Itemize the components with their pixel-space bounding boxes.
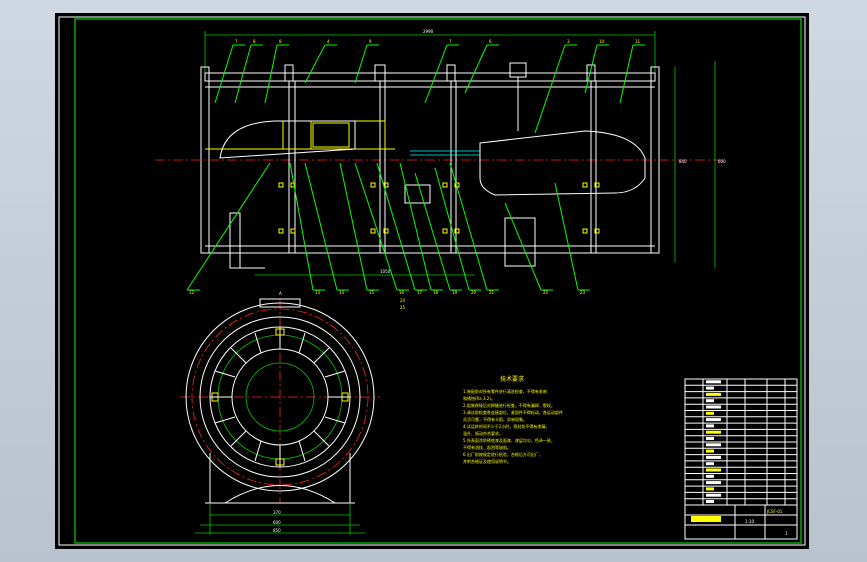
- balloon-bottom-4: 15: [369, 290, 375, 295]
- parts-list-entry-mark: [706, 462, 714, 466]
- drawing-number: JCSF-01: [766, 509, 783, 514]
- cad-drawing-sheet: 2990: [55, 13, 809, 549]
- balloon-bottom-3: 14: [339, 290, 345, 295]
- balloon-top-3: 8: [279, 39, 282, 44]
- balloon-bottom-10: 21: [489, 290, 495, 295]
- note-line-6: 4.试运转时间不少于2小时，密封处不得有渗漏，: [463, 423, 549, 429]
- drawing-canvas: 2990: [58, 16, 806, 546]
- notes-title: 技术要求: [500, 375, 524, 383]
- base-dim-2: 600: [273, 520, 281, 525]
- base-width-dim: 1050: [380, 269, 391, 274]
- balloon-bottom-6: 17: [417, 290, 423, 295]
- balloon-bottom-13: 24: [400, 298, 406, 303]
- balloon-bottom-14: 25: [400, 305, 406, 310]
- balloon-bottom-11: 22: [543, 290, 549, 295]
- note-line-4: 3.调试前检查各连接部位，紧固件不得松动，各运动部件: [463, 409, 563, 415]
- parts-list-entry-mark: [706, 386, 714, 390]
- parts-list-entry-mark: [706, 411, 714, 415]
- parts-list-table: [684, 378, 798, 506]
- note-line-9: 不得有流挂、起泡等缺陷。: [463, 444, 511, 450]
- parts-list-entry-mark: [706, 418, 721, 422]
- note-line-11: 并附合格证及使用说明书。: [463, 458, 511, 464]
- parts-list-entry-mark: [706, 468, 721, 472]
- inner-frame: [74, 18, 802, 544]
- balloon-top-4: 4: [327, 39, 330, 44]
- end-view: A 370 600 850: [180, 291, 380, 535]
- balloon-top-7: 6: [489, 39, 492, 44]
- balloon-bottom-9: 20: [471, 290, 477, 295]
- balloon-bottom-2: 13: [315, 290, 321, 295]
- base-dim-3: 850: [273, 528, 281, 533]
- parts-list-entry-mark: [706, 437, 714, 440]
- parts-list-entry-mark: [706, 493, 721, 497]
- parts-list-entry-mark: [706, 392, 721, 396]
- section-label: A: [279, 291, 282, 296]
- balloon-top-6: 7: [449, 39, 452, 44]
- parts-list-entry-mark: [706, 405, 721, 409]
- side-width-dim: 600: [718, 159, 726, 164]
- note-line-1: 1.装配前对所有零件进行清洗检查，不得有毛刺: [463, 388, 547, 394]
- side-section-view: 2990: [155, 29, 726, 310]
- note-line-3: 2.组装焊接后对焊缝进行检查，不得有漏焊、裂纹。: [463, 402, 555, 408]
- balloon-top-5: 9: [369, 39, 372, 44]
- note-line-5: 灵活可靠，不得有卡阻、异响现象。: [463, 416, 527, 422]
- overall-length-dim: 2990: [423, 29, 434, 34]
- balloon-top-1: 7: [235, 39, 238, 44]
- side-height-dim: 840: [679, 159, 687, 164]
- balloon-bottom-12: 23: [580, 290, 586, 295]
- parts-list-entry-mark: [706, 443, 721, 447]
- technical-notes: 技术要求 1.装配前对所有零件进行清洗检查，不得有毛刺 和锈蚀(Ra 3.2)。…: [463, 375, 563, 464]
- balloon-top-9: 10: [599, 39, 605, 44]
- title-block: JCSF-01 1:10 1: [684, 504, 798, 540]
- sheet-number: 1: [785, 531, 788, 536]
- balloon-top-2: 8: [253, 39, 256, 44]
- note-line-8: 5.外表面涂防锈底漆及面漆，漆层均匀，色泽一致，: [463, 437, 555, 443]
- balloon-bottom-5: 16: [399, 290, 405, 295]
- balloon-top-10: 11: [635, 39, 641, 44]
- note-line-7: 温升、振动符合要求。: [463, 430, 503, 436]
- parts-list-entry-mark: [706, 481, 721, 485]
- drawing-scale: 1:10: [745, 519, 754, 524]
- parts-list-entry-mark: [706, 380, 721, 384]
- parts-list-entry-mark: [706, 474, 714, 478]
- parts-list-entry-mark: [706, 424, 714, 428]
- parts-list-entry-mark: [706, 430, 721, 434]
- balloon-top-8: 3: [567, 39, 570, 44]
- parts-list-entry-mark: [706, 487, 714, 491]
- balloon-bottom-7: 18: [433, 290, 439, 295]
- note-line-2: 和锈蚀(Ra 3.2)。: [463, 395, 495, 401]
- parts-list-entry-mark: [706, 449, 714, 453]
- outer-frame: [58, 16, 806, 546]
- balloon-bottom-1: 12: [189, 290, 195, 295]
- base-dim-1: 370: [273, 510, 281, 515]
- parts-list-entry-mark: [706, 500, 714, 503]
- parts-list-entry-mark: [706, 455, 721, 459]
- balloon-bottom-8: 19: [452, 290, 458, 295]
- parts-list-entry-mark: [706, 399, 714, 403]
- note-line-10: 6.出厂前按规定进行检验，合格后方可出厂，: [463, 451, 543, 457]
